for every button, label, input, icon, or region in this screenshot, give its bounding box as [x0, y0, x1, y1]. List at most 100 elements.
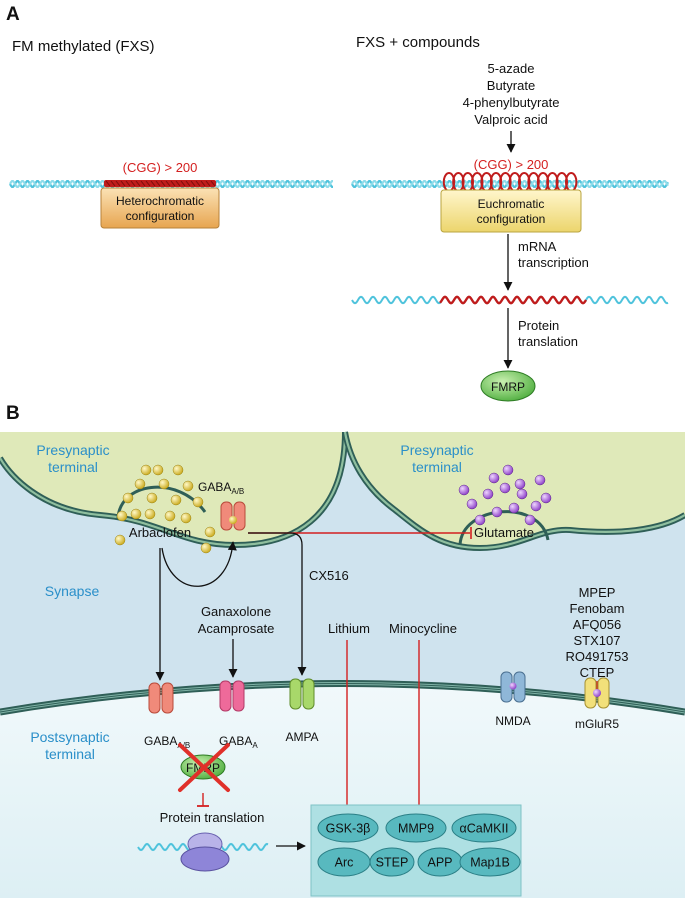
left-cgg-label: (CGG) > 200	[123, 160, 198, 175]
target-protein-label: MMP9	[398, 822, 434, 836]
vesicle	[122, 492, 134, 504]
vesicle	[499, 482, 511, 494]
panel-a-label: A	[6, 4, 20, 25]
mglur5-drug-list: MPEP Fenobam AFQ056 STX107 RO491753 CTEP	[566, 585, 629, 680]
vesicle	[474, 514, 486, 526]
vesicle	[530, 500, 542, 512]
fmrp-product-label: FMRP	[491, 380, 525, 394]
vesicle	[200, 542, 212, 554]
compound-item: 5-azade	[488, 61, 535, 76]
vesicle	[182, 480, 194, 492]
nmda-label: NMDA	[495, 714, 530, 728]
vesicle	[134, 478, 146, 490]
ampa-receptor	[289, 678, 315, 710]
mglur5-drug: RO491753	[566, 649, 629, 664]
target-protein	[451, 813, 517, 843]
presynaptic-right-line2: terminal	[412, 459, 462, 475]
vesicle	[491, 506, 503, 518]
mglur5-drug: STX107	[574, 633, 621, 648]
gaba-ab-post-label: GABAA/B	[144, 734, 190, 750]
glutamate-vesicles	[458, 464, 552, 526]
target-proteins: GSK-3β MMP9 αCaMKII Arc STEP APP Map1B	[317, 813, 521, 877]
compound-item: Valproic acid	[474, 112, 547, 127]
vesicle	[172, 464, 184, 476]
translation-line2: translation	[518, 334, 578, 349]
compound-item: Butyrate	[487, 78, 535, 93]
compound-list: 5-azade Butyrate 4-phenylbutyrate Valpro…	[463, 61, 560, 127]
arbaclofen-vesicles	[114, 464, 216, 554]
mglur5-drug: Fenobam	[570, 601, 625, 616]
vesicle	[140, 464, 152, 476]
left-title: FM methylated (FXS)	[12, 38, 155, 55]
target-protein-label: APP	[427, 856, 452, 870]
target-protein-label: STEP	[376, 856, 409, 870]
vesicle	[144, 508, 156, 520]
mglur5-label: mGluR5	[575, 717, 619, 731]
vesicle	[466, 498, 478, 510]
vesicle	[488, 472, 500, 484]
heterochromatic-box	[100, 187, 220, 229]
gaba-ab-pre-label: GABAA/B	[198, 480, 244, 496]
ganaxolone-label: Ganaxolone	[201, 604, 271, 619]
gaba-ab-post-receptor	[148, 682, 174, 714]
panel-b-label: B	[6, 403, 20, 424]
cross-out-icon	[178, 743, 230, 792]
vesicle	[482, 488, 494, 500]
target-protein-label: Map1B	[470, 856, 510, 870]
acamprosate-label: Acamprosate	[198, 621, 275, 636]
presynaptic-left-line2: terminal	[48, 459, 98, 475]
heterochromatic-line1: Heterochromatic	[116, 194, 204, 208]
mglur5-drug: AFQ056	[573, 617, 621, 632]
vesicle	[516, 488, 528, 500]
postsynaptic-line1: Postsynaptic	[30, 729, 109, 745]
vesicle	[458, 484, 470, 496]
cx516-label: CX516	[309, 568, 349, 583]
vesicle	[114, 534, 126, 546]
vesicle	[116, 510, 128, 522]
right-title: FXS + compounds	[356, 34, 480, 51]
target-protein	[369, 847, 415, 877]
vesicle	[192, 496, 204, 508]
compound-item: 4-phenylbutyrate	[463, 95, 560, 110]
vesicle	[540, 492, 552, 504]
mglur5-receptor	[584, 677, 610, 709]
vesicle	[146, 492, 158, 504]
protein-translation-label: Protein translation	[160, 810, 265, 825]
nmda-receptor	[500, 671, 526, 703]
glutamate-label: Glutamate	[474, 525, 534, 540]
gaba-ab-presynaptic-receptor	[220, 501, 246, 531]
right-cgg-label: (CGG) > 200	[474, 157, 549, 172]
mglur5-drug: MPEP	[579, 585, 616, 600]
heterochromatic-line2: configuration	[126, 209, 195, 223]
minocycline-label: Minocycline	[389, 621, 457, 636]
arbaclofen-label: Arbaclofen	[129, 525, 191, 540]
target-protein-label: GSK-3β	[326, 822, 371, 836]
target-protein-label: Arc	[335, 856, 354, 870]
transcription-line1: mRNA	[518, 239, 557, 254]
ribosome-icon	[180, 832, 230, 872]
synapse-label: Synapse	[45, 583, 100, 599]
vesicle	[158, 478, 170, 490]
presynaptic-left-line1: Presynaptic	[36, 442, 109, 458]
presynaptic-terminal-right	[345, 432, 685, 548]
target-protein	[385, 813, 447, 843]
target-protein	[317, 813, 379, 843]
euchromatic-line2: configuration	[477, 212, 546, 226]
translation-line1: Protein	[518, 318, 559, 333]
lithium-label: Lithium	[328, 621, 370, 636]
fmrp-product	[480, 370, 536, 402]
euchromatic-line1: Euchromatic	[478, 197, 545, 211]
vesicle	[170, 494, 182, 506]
vesicle	[514, 478, 526, 490]
right-dna	[351, 172, 669, 192]
vesicle	[534, 474, 546, 486]
vesicle	[130, 508, 142, 520]
euchromatic-box	[440, 189, 582, 233]
transcription-line2: transcription	[518, 255, 589, 270]
vesicle	[164, 510, 176, 522]
left-dna	[9, 180, 333, 188]
vesicle	[524, 514, 536, 526]
target-protein-label: αCaMKII	[460, 822, 509, 836]
ampa-label: AMPA	[285, 730, 318, 744]
